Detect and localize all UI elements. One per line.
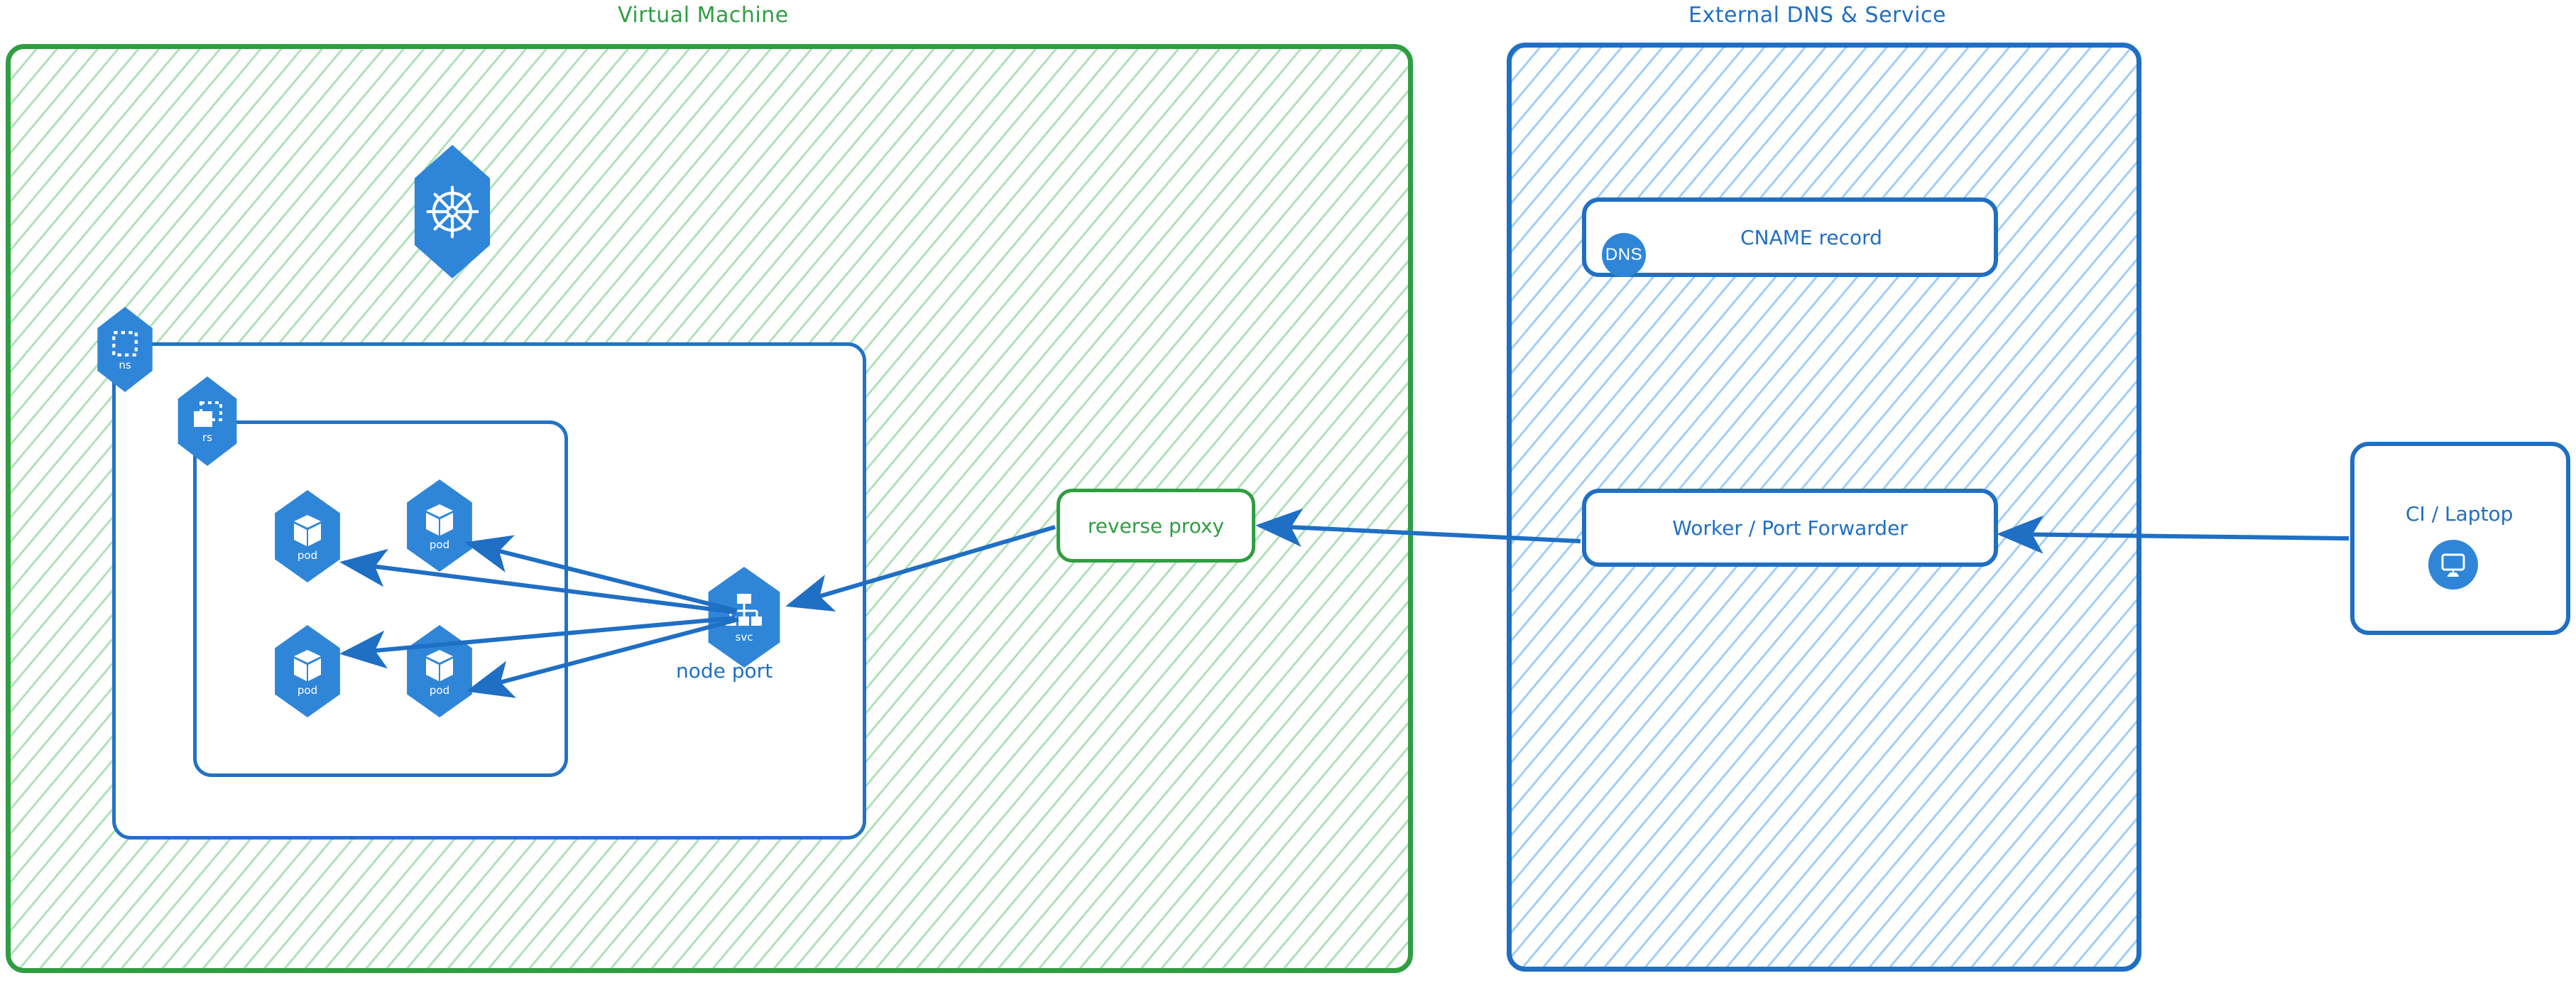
pod-label-2: pod <box>429 538 450 551</box>
cname-record-label: CNAME record <box>1740 225 1882 249</box>
pod-label-1: pod <box>297 548 318 562</box>
reverse-proxy-label: reverse proxy <box>1087 514 1225 538</box>
node-port-caption: node port <box>676 659 773 683</box>
reverse-proxy-box[interactable]: reverse proxy <box>1057 489 1255 563</box>
pod-hexagon-1[interactable]: pod <box>275 490 340 582</box>
pod-label-4: pod <box>429 683 450 697</box>
group-title-external-dns-service: External DNS & Service <box>1688 3 1946 28</box>
ci-laptop-box[interactable] <box>2350 442 2570 635</box>
ci-laptop-label: CI / Laptop <box>2406 502 2514 526</box>
cname-record-box[interactable]: CNAME record <box>1582 197 1998 277</box>
namespace-badge-label: ns <box>119 358 131 371</box>
dns-circle-icon: DNS <box>1602 233 1646 277</box>
worker-port-forwarder-label: Worker / Port Forwarder <box>1672 516 1908 540</box>
dns-badge-text: DNS <box>1605 245 1643 264</box>
worker-port-forwarder-box[interactable]: Worker / Port Forwarder <box>1582 489 1998 567</box>
pod-label-3: pod <box>297 683 318 697</box>
pod-hexagon-3[interactable]: pod <box>275 625 340 717</box>
replicaset-container <box>193 420 568 777</box>
desktop-monitor-icon <box>2428 540 2478 590</box>
service-label: svc <box>735 630 753 643</box>
replicaset-badge-label: rs <box>202 430 212 444</box>
pod-hexagon-2[interactable]: pod <box>407 479 472 572</box>
group-title-virtual-machine: Virtual Machine <box>618 3 789 28</box>
